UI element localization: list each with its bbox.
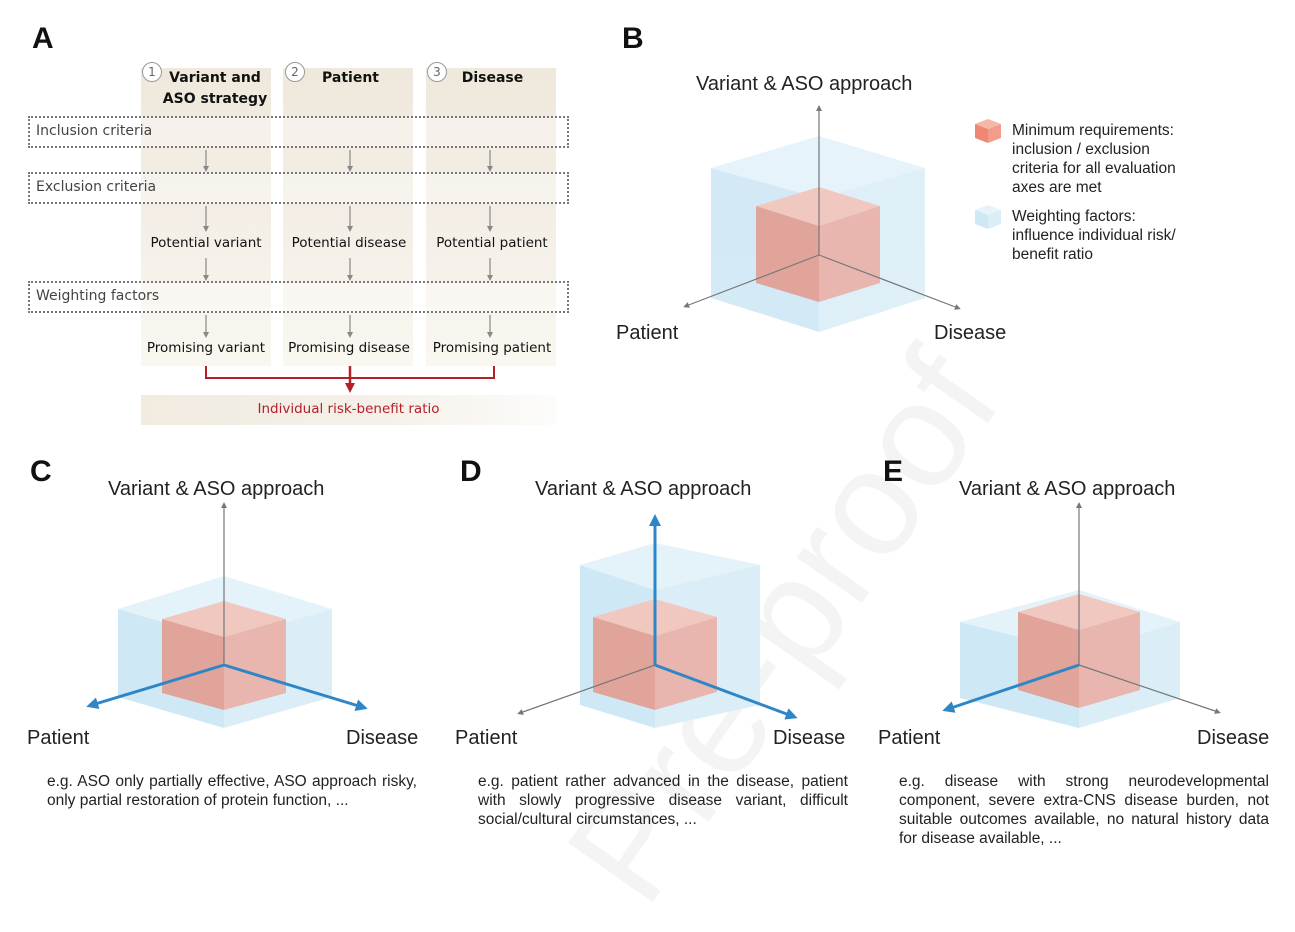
panel-c-axis-left: Patient (27, 727, 90, 749)
panel-letter-a: A (32, 22, 54, 55)
panel-d-cube-diagram (517, 514, 798, 728)
panel-e-caption: e.g. disease with strong neurodevelopmen… (899, 773, 1269, 847)
legend-weighting-factors: Weighting factors: influence individual … (1012, 207, 1176, 264)
panel-b-axis-right-line (818, 254, 961, 310)
promising-variant: Promising variant (146, 340, 266, 356)
panel-b-red-cube (756, 187, 880, 302)
legend-weight-line-1: Weighting factors: (1012, 208, 1136, 225)
promising-disease: Promising disease (288, 340, 410, 356)
column-title-patient: Patient (322, 70, 379, 86)
column-title-variant-line2: ASO strategy (162, 91, 268, 107)
panel-e-axis-right: Disease (1197, 727, 1270, 749)
panel-d-axis-left: Patient (455, 727, 518, 749)
panel-e-cube-diagram (942, 502, 1221, 728)
legend-min-line-1: Minimum requirements: (1012, 122, 1174, 139)
panel-c-axis-right-line (223, 663, 368, 711)
exclusion-criteria-label: Exclusion criteria (36, 179, 157, 195)
column-number-3: 3 (427, 62, 447, 82)
blue-cube-icon (975, 205, 1001, 229)
column-number-1: 1 (142, 62, 162, 82)
legend-weight-line-3: benefit ratio (1012, 246, 1093, 263)
legend-min-line-3: criteria for all evaluation (1012, 160, 1176, 177)
legend-minimum-requirements: Minimum requirements: inclusion / exclus… (1012, 121, 1176, 197)
weighting-factors-box (28, 281, 569, 313)
panel-a-arrows (203, 150, 495, 393)
panel-b-axis-top: Variant & ASO approach (696, 73, 913, 95)
panel-letter-e: E (883, 455, 904, 488)
panel-letter-b: B (622, 22, 644, 55)
panel-e-axis-right-line (1078, 664, 1221, 714)
panel-d-caption: e.g. patient rather advanced in the dise… (478, 773, 848, 828)
inclusion-criteria-label: Inclusion criteria (36, 123, 153, 139)
panel-e-axis-left: Patient (878, 727, 941, 749)
exclusion-criteria-box (28, 172, 569, 204)
panel-d-red-cube (593, 599, 717, 710)
red-cube-icon (975, 119, 1001, 143)
panel-letter-c: C (30, 455, 52, 488)
panel-c-axis-left-line (86, 663, 225, 710)
panel-d-axis-top: Variant & ASO approach (535, 478, 752, 500)
panel-b-axis-left-line (683, 254, 820, 308)
promising-patient: Promising patient (432, 340, 552, 356)
result-bar (141, 395, 556, 425)
potential-disease: Potential disease (291, 235, 407, 251)
panel-letter-d: D (460, 455, 482, 488)
inclusion-criteria-box (28, 116, 569, 148)
panel-c-caption: e.g. ASO only partially effective, ASO a… (47, 773, 417, 809)
panel-b-cube-diagram (683, 105, 1001, 332)
panel-c-red-cube (162, 601, 286, 710)
panel-e-axis-left-line (942, 663, 1080, 713)
legend-min-line-2: inclusion / exclusion (1012, 141, 1150, 158)
column-title-variant-line1: Variant and (169, 70, 261, 86)
legend-min-line-4: axes are met (1012, 179, 1102, 196)
legend-weight-line-2: influence individual risk/ (1012, 227, 1176, 244)
panel-b-axis-left: Patient (616, 322, 679, 344)
panel-b-axis-right: Disease (934, 322, 1007, 344)
panel-d-axis-left-line (517, 664, 656, 715)
panel-d-axis-right: Disease (773, 727, 846, 749)
column-title-variant: Variant and ASO strategy (160, 68, 270, 110)
panel-c-axis-top: Variant & ASO approach (108, 478, 325, 500)
weighting-factors-label: Weighting factors (36, 288, 160, 304)
potential-patient: Potential patient (436, 235, 548, 251)
panel-e-axis-top: Variant & ASO approach (959, 478, 1176, 500)
column-number-2: 2 (285, 62, 305, 82)
result-text: Individual risk-benefit ratio (257, 401, 440, 417)
column-title-disease: Disease (461, 70, 524, 86)
potential-variant: Potential variant (150, 235, 262, 251)
panel-c-cube-diagram (86, 502, 368, 728)
panel-c-axis-right: Disease (346, 727, 419, 749)
panel-d-axis-right-line (654, 663, 798, 720)
